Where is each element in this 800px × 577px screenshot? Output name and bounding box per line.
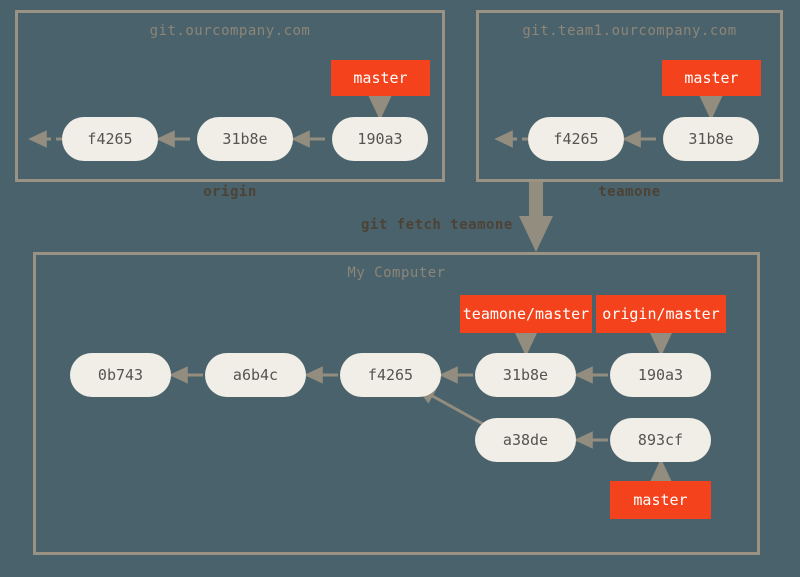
branch-label[interactable]: master xyxy=(662,60,761,96)
commit-node[interactable]: 31b8e xyxy=(197,117,293,161)
panel-origin-title: git.ourcompany.com xyxy=(149,23,311,39)
branch-label-text: origin/master xyxy=(602,305,720,323)
commit-id: 31b8e xyxy=(502,366,549,384)
panel-origin-caption: origin xyxy=(203,184,257,200)
commit-node[interactable]: f4265 xyxy=(340,353,441,397)
commit-id: 0b743 xyxy=(97,366,144,384)
panel-my-computer-title: My Computer xyxy=(347,265,446,281)
commit-node[interactable]: 190a3 xyxy=(610,353,711,397)
branch-label-text: master xyxy=(353,69,408,87)
commit-node[interactable]: 31b8e xyxy=(663,117,759,161)
branch-label-text: teamone/master xyxy=(462,305,590,323)
branch-label-text: master xyxy=(684,69,739,87)
commit-id: 31b8e xyxy=(222,130,268,148)
commit-id: 893cf xyxy=(637,431,684,449)
commit-node[interactable]: a6b4c xyxy=(205,353,306,397)
commit-id: 190a3 xyxy=(357,130,403,148)
panel-teamone-title: git.team1.ourcompany.com xyxy=(522,23,737,39)
commit-node[interactable]: a38de xyxy=(475,418,576,462)
commit-node[interactable]: 190a3 xyxy=(332,117,428,161)
branch-label[interactable]: teamone/master xyxy=(460,295,592,333)
commit-node[interactable]: 31b8e xyxy=(475,353,576,397)
panel-my-computer: My Computer xyxy=(33,252,760,555)
branch-label-text: master xyxy=(633,491,688,509)
commit-id: a6b4c xyxy=(232,366,279,384)
commit-node[interactable]: 893cf xyxy=(610,418,711,462)
commit-node[interactable]: f4265 xyxy=(528,117,624,161)
panel-origin: git.ourcompany.com xyxy=(15,10,445,182)
branch-label[interactable]: master xyxy=(610,481,711,519)
panel-teamone: git.team1.ourcompany.com xyxy=(476,10,783,182)
commit-node[interactable]: f4265 xyxy=(62,117,158,161)
commit-id: 190a3 xyxy=(637,366,684,384)
branch-label[interactable]: master xyxy=(331,60,430,96)
commit-id: f4265 xyxy=(553,130,599,148)
commit-node[interactable]: 0b743 xyxy=(70,353,171,397)
panel-teamone-caption: teamone xyxy=(598,184,661,200)
commit-id: a38de xyxy=(502,431,549,449)
commit-id: f4265 xyxy=(367,366,414,384)
fetch-command-label: git fetch teamone xyxy=(361,217,513,233)
commit-id: 31b8e xyxy=(688,130,734,148)
commit-id: f4265 xyxy=(87,130,133,148)
branch-label[interactable]: origin/master xyxy=(596,295,726,333)
